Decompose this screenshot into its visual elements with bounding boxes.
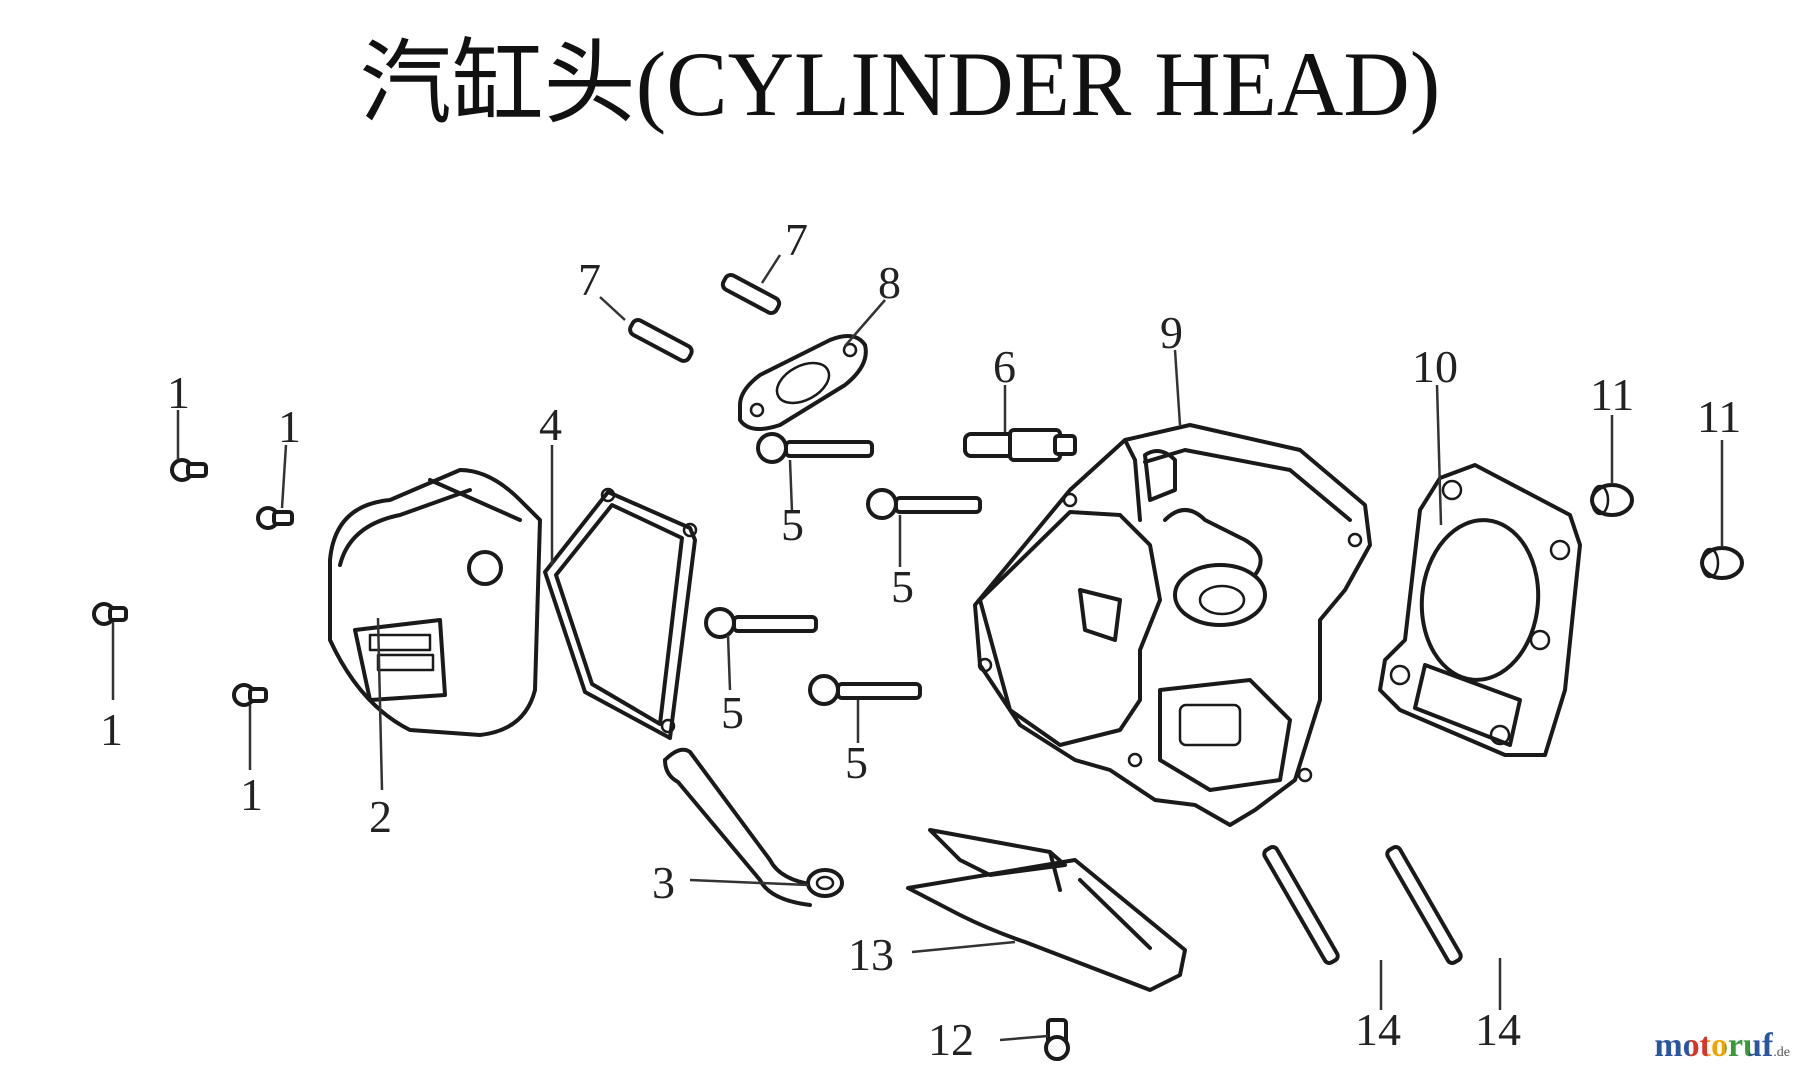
callout-label: 4 — [539, 399, 562, 450]
callout-label: 5 — [845, 737, 868, 788]
callout-label: 7 — [578, 254, 601, 305]
callout-label: 12 — [928, 1014, 974, 1065]
diagram-title: 汽缸头(CYLINDER HEAD) — [359, 33, 1441, 135]
part-10-head-gasket — [1378, 463, 1582, 757]
part-6-spark-plug — [963, 428, 1077, 462]
part-9-cylinder-head — [973, 423, 1372, 827]
part-2-cylinder-head-cover — [328, 468, 542, 737]
callout-label: 5 — [781, 499, 804, 550]
part-5-flange-bolt — [704, 432, 982, 706]
callout-label: 5 — [891, 561, 914, 612]
callout-label: 1 — [167, 367, 190, 418]
part-8-exhaust-gasket — [738, 334, 868, 431]
callout-label: 1 — [278, 401, 301, 452]
callout-label: 13 — [848, 929, 894, 980]
watermark-tld: .de — [1773, 1045, 1790, 1060]
callout-label: 11 — [1590, 369, 1634, 420]
callout-label: 7 — [785, 214, 808, 265]
part-7-stud — [628, 272, 782, 363]
part-12-bolt — [1044, 1018, 1070, 1061]
callout-label: 3 — [652, 857, 675, 908]
callout-label: 14 — [1355, 1004, 1401, 1055]
callout-labels: 1 1 1 1 2 3 4 5 5 5 5 6 7 7 8 9 10 11 11… — [100, 214, 1741, 1065]
part-3-breather-tube — [663, 747, 844, 907]
watermark-logo: motoruf.de — [1654, 1027, 1790, 1065]
callout-label: 14 — [1475, 1004, 1521, 1055]
part-4-cover-gasket — [543, 487, 698, 740]
callout-label: 1 — [100, 704, 123, 755]
callout-label: 5 — [721, 687, 744, 738]
callout-leader-lines — [111, 254, 1724, 1042]
callout-label: 9 — [1160, 307, 1183, 358]
part-11-dowel-pin — [1590, 483, 1744, 580]
callout-label: 10 — [1412, 341, 1458, 392]
part-14-stud — [1262, 845, 1463, 965]
watermark-text: motoruf — [1654, 1027, 1774, 1064]
part-1-bolt — [92, 458, 294, 707]
callout-label: 8 — [878, 257, 901, 308]
callout-label: 1 — [240, 769, 263, 820]
part-13-air-guide-plate — [906, 828, 1187, 992]
callout-label: 6 — [993, 341, 1016, 392]
callout-label: 11 — [1697, 391, 1741, 442]
callout-label: 2 — [369, 791, 392, 842]
